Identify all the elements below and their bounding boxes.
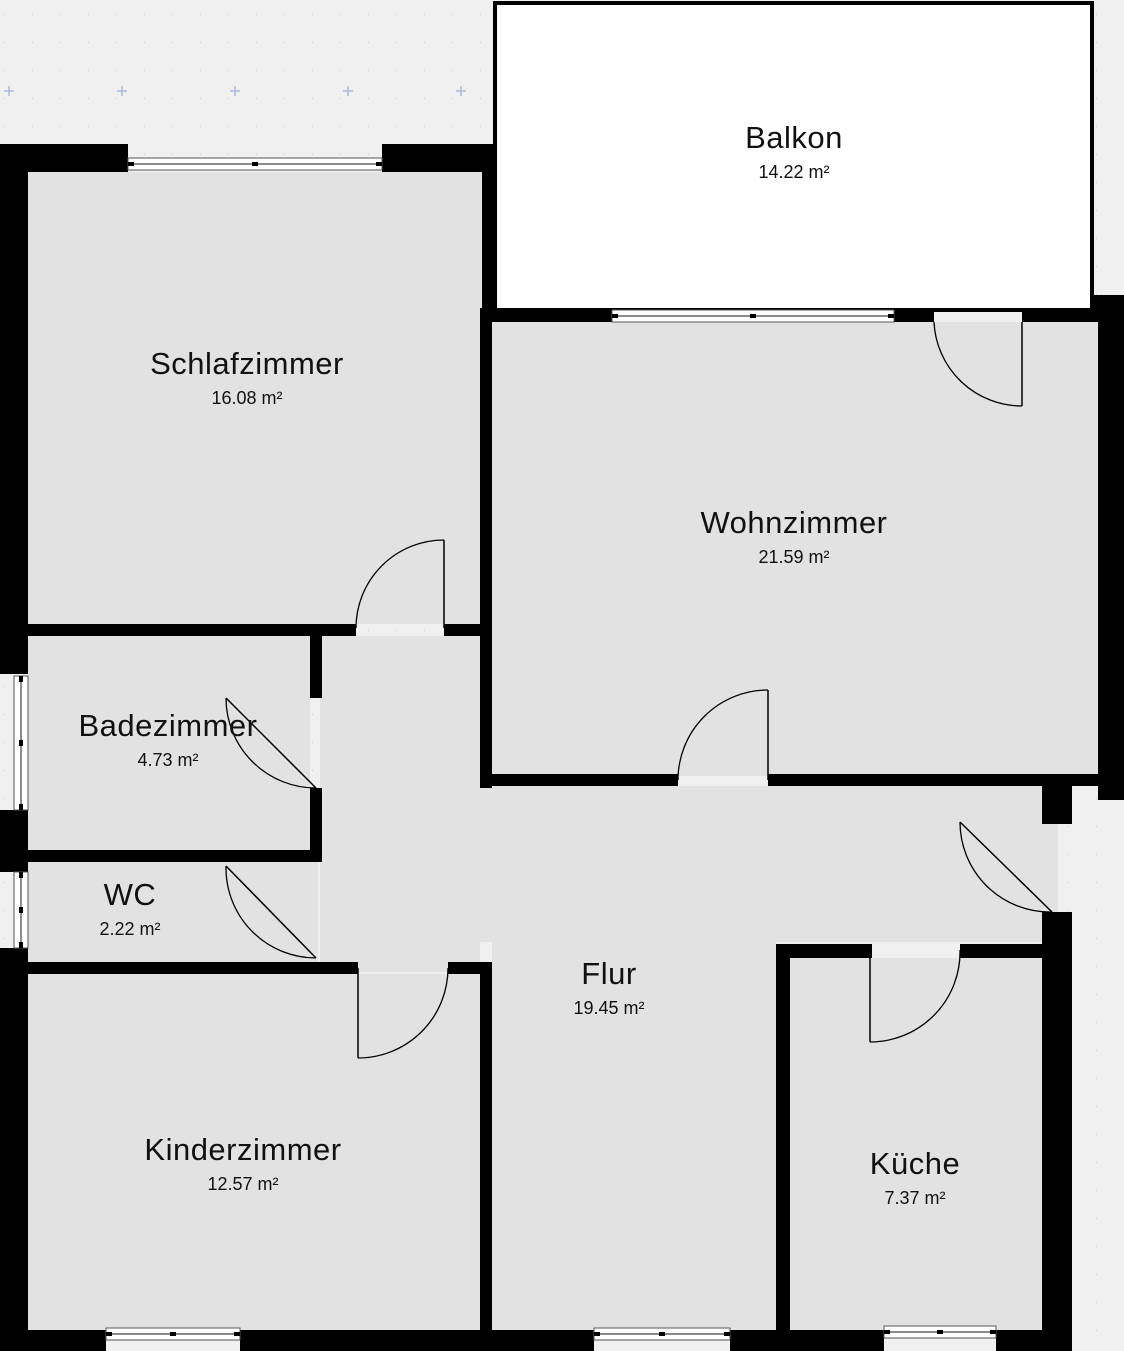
window-icon — [611, 309, 895, 323]
wall-segment — [1098, 308, 1124, 800]
room-label-kinderzimmer[interactable]: Kinderzimmer 12.57 m² — [144, 1132, 341, 1196]
door-icon — [869, 949, 961, 1043]
door-icon — [959, 821, 1053, 913]
room-area: 16.08 m² — [211, 388, 283, 408]
wall-segment — [492, 308, 612, 322]
wall-segment — [0, 1330, 106, 1351]
wall-segment — [730, 1330, 884, 1351]
wall-segment — [382, 144, 494, 172]
room-area: 19.45 m² — [573, 998, 645, 1018]
wall-segment — [480, 962, 492, 1351]
room-label-kueche[interactable]: Küche 7.37 m² — [870, 1146, 960, 1210]
room-area: 4.73 m² — [137, 750, 199, 770]
floor-badezimmer — [28, 636, 310, 850]
floor-wohnzimmer — [492, 322, 1098, 776]
room-name: Wohnzimmer — [700, 505, 888, 540]
doors — [225, 321, 1053, 1059]
room-name: Balkon — [745, 120, 843, 155]
room-label-wohnzimmer[interactable]: Wohnzimmer 21.59 m² — [700, 505, 887, 569]
wall-segment — [310, 636, 322, 698]
room-area: 2.22 m² — [99, 919, 161, 939]
wall-segment — [310, 788, 322, 862]
room-label-wc[interactable]: WC 2.22 m² — [99, 877, 160, 941]
room-label-schlafzimmer[interactable]: Schlafzimmer 16.08 m² — [150, 346, 344, 410]
door-icon — [225, 865, 317, 959]
wall-segment — [894, 308, 934, 322]
room-name: WC — [103, 877, 157, 912]
wall-segment — [0, 144, 28, 674]
floor-kueche — [790, 958, 1042, 1330]
wall-segment — [28, 962, 358, 974]
room-area: 14.22 m² — [758, 162, 830, 182]
room-name: Kinderzimmer — [144, 1132, 342, 1167]
wall-segment — [996, 1330, 1072, 1351]
floor-flur — [1040, 820, 1058, 912]
room-area: 12.57 m² — [207, 1174, 279, 1194]
door-icon — [357, 967, 449, 1059]
wall-segment — [0, 948, 28, 1351]
door-icon — [355, 539, 445, 629]
door-icon — [933, 321, 1023, 407]
room-name: Badezimmer — [78, 708, 258, 743]
room-label-balkon[interactable]: Balkon 14.22 m² — [745, 120, 843, 184]
window-icon — [883, 1325, 997, 1339]
wall-segment — [444, 624, 492, 636]
wall-segment — [776, 944, 790, 1351]
window-icon — [593, 1327, 731, 1341]
grid-crosses — [0, 0, 490, 140]
balcony-outline — [493, 1, 1094, 312]
wall-segment — [28, 624, 356, 636]
wall-segment — [768, 774, 1098, 786]
door-icon — [225, 697, 317, 789]
wall-segment — [1042, 786, 1072, 824]
room-floors — [28, 172, 1098, 1330]
room-label-flur[interactable]: Flur 19.45 m² — [573, 956, 644, 1020]
wall-segment — [0, 810, 28, 872]
window-icon — [127, 157, 383, 171]
windows — [13, 157, 997, 1341]
room-area: 7.37 m² — [884, 1188, 946, 1208]
wall-segment — [28, 850, 322, 862]
room-name: Küche — [869, 1146, 961, 1181]
wall-segment — [480, 308, 492, 788]
room-name: Schlafzimmer — [150, 346, 344, 381]
window-icon — [13, 675, 29, 811]
floor-wc — [28, 862, 318, 962]
floor-kinderzimmer — [28, 974, 480, 1330]
window-icon — [105, 1327, 241, 1341]
room-label-badezimmer[interactable]: Badezimmer 4.73 m² — [79, 708, 258, 772]
room-area: 21.59 m² — [758, 547, 830, 567]
wall-segment — [482, 144, 494, 316]
wall-segment — [480, 774, 678, 786]
floor-flur — [492, 786, 776, 1330]
balcony-area[interactable] — [493, 1, 1094, 312]
wall-segment — [1042, 912, 1072, 1351]
door-icon — [677, 689, 769, 781]
walls — [0, 144, 1124, 1351]
room-name: Flur — [581, 956, 637, 991]
wall-segment — [776, 944, 872, 958]
window-icon — [13, 871, 29, 949]
wall-segment — [240, 1330, 594, 1351]
